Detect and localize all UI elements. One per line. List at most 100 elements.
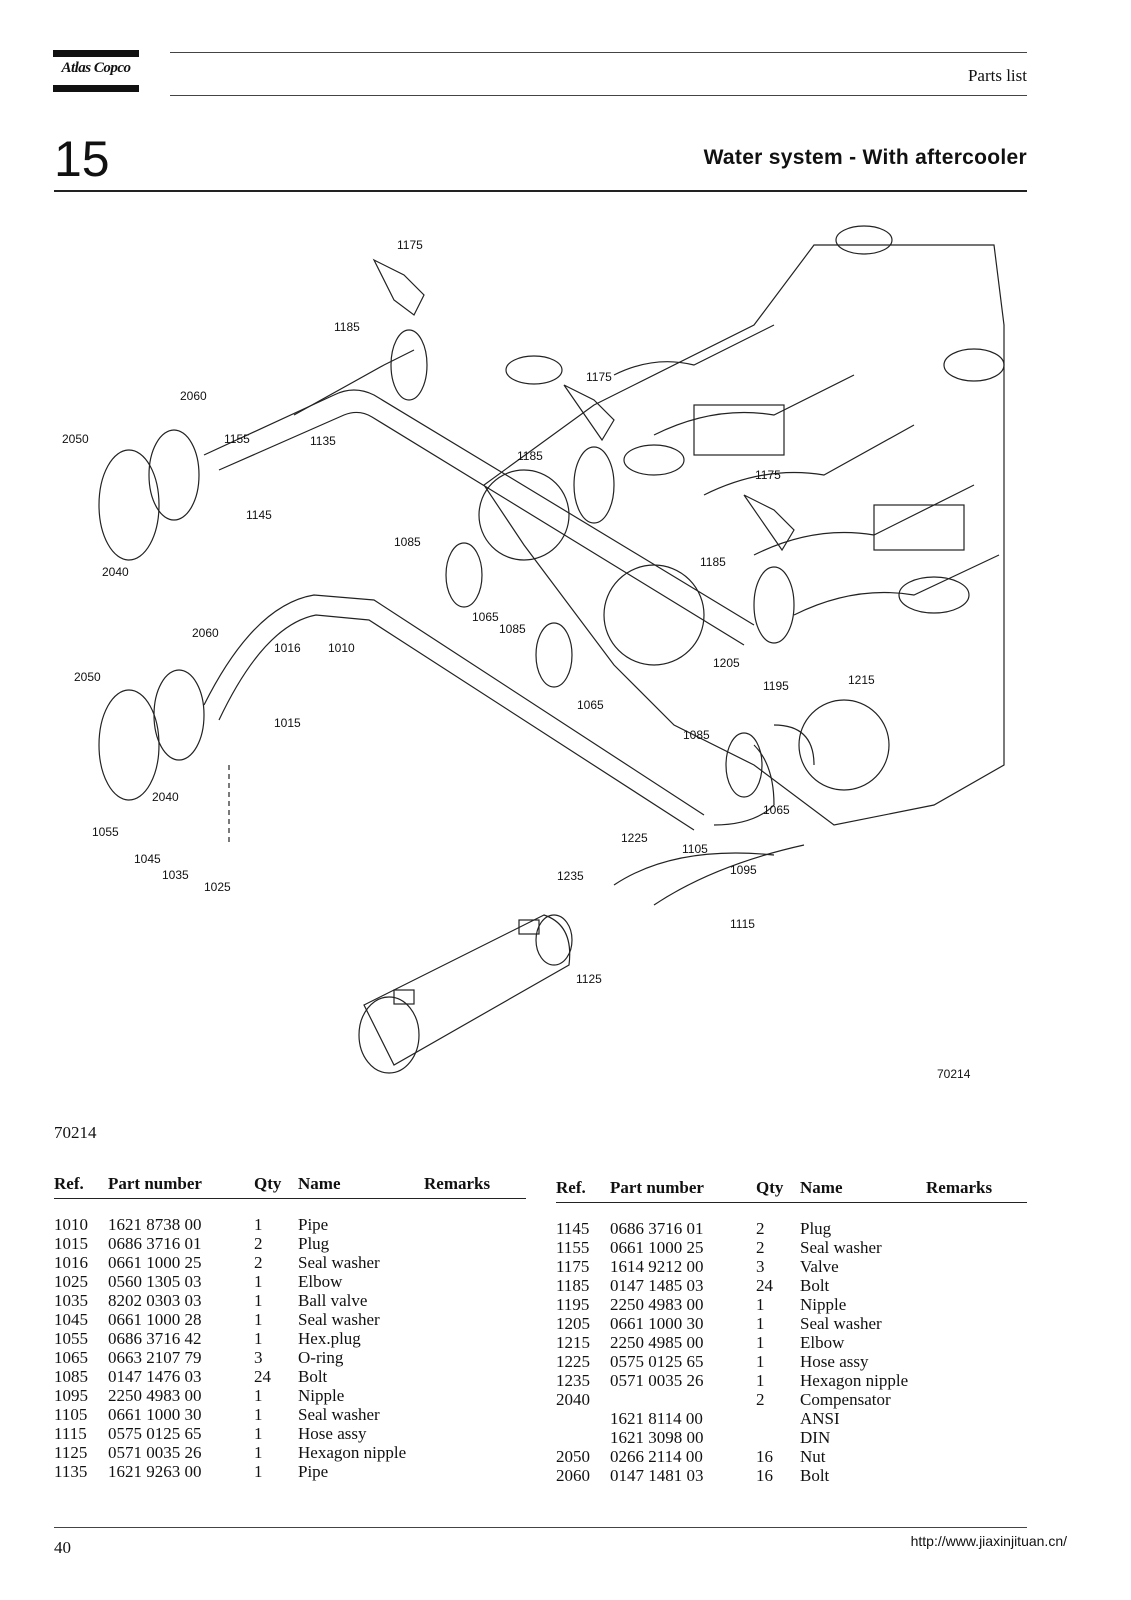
cell-remarks <box>424 1199 526 1235</box>
cell-remarks <box>424 1310 526 1329</box>
cell-qty: 1 <box>254 1386 263 1405</box>
cell-qty: 2 <box>756 1219 765 1238</box>
callout-label: 1095 <box>730 863 757 877</box>
cell-part-number: 0147 1481 03 <box>610 1466 704 1485</box>
cell-remarks <box>926 1257 1027 1276</box>
cell-remarks <box>424 1386 526 1405</box>
cell-remarks <box>424 1253 526 1272</box>
header-name: Name <box>298 1174 424 1199</box>
header-name: Name <box>800 1178 926 1203</box>
cell-part-number: 0147 1476 03 <box>108 1367 202 1386</box>
cell-name: ANSI <box>800 1409 840 1428</box>
cell-remarks <box>926 1276 1027 1295</box>
cell-part-number: 0661 1000 28 <box>108 1310 202 1329</box>
cell-ref: 1115 <box>54 1424 87 1443</box>
cell-qty <box>756 1428 800 1447</box>
callout-label: 1175 <box>755 468 781 482</box>
cell-remarks <box>424 1272 526 1291</box>
callout-label: 1085 <box>499 622 526 636</box>
logo-bar-top <box>53 50 139 57</box>
cell-ref <box>556 1409 610 1428</box>
callout-label: 1225 <box>621 831 648 845</box>
cell-name: Seal washer <box>298 1310 380 1329</box>
logo-bar-bottom <box>53 85 139 92</box>
callout-label: 1025 <box>204 880 231 894</box>
cell-remarks <box>424 1329 526 1348</box>
cell-qty: 1 <box>254 1272 263 1291</box>
cell-qty: 2 <box>254 1253 263 1272</box>
cell-ref: 1085 <box>54 1367 88 1386</box>
cell-name: Hose assy <box>800 1352 869 1371</box>
callout-label: 1085 <box>683 728 710 742</box>
cell-remarks <box>424 1234 526 1253</box>
cell-name: Seal washer <box>800 1238 882 1257</box>
cell-qty: 1 <box>756 1371 765 1390</box>
callout-label: 1016 <box>274 641 301 655</box>
cell-remarks <box>926 1447 1027 1466</box>
callout-label: 1125 <box>576 972 602 986</box>
cell-name: Seal washer <box>800 1314 882 1333</box>
cell-part-number: 1614 9212 00 <box>610 1257 704 1276</box>
cell-qty: 24 <box>254 1367 271 1386</box>
callout-label: 1065 <box>577 698 604 712</box>
cell-part-number: 1621 3098 00 <box>610 1428 704 1447</box>
cell-qty: 1 <box>756 1314 765 1333</box>
callout-label: 2050 <box>62 432 89 446</box>
cell-remarks <box>424 1405 526 1424</box>
cell-ref: 1015 <box>54 1234 88 1253</box>
header-rule-top <box>170 52 1027 53</box>
cell-part-number: 8202 0303 03 <box>108 1291 202 1310</box>
cell-remarks <box>926 1352 1027 1371</box>
cell-part-number: 0571 0035 26 <box>610 1371 704 1390</box>
cell-qty: 1 <box>254 1310 263 1329</box>
cell-name: Pipe <box>298 1215 329 1234</box>
cell-ref: 1065 <box>54 1348 88 1367</box>
cell-name: Plug <box>298 1234 330 1253</box>
callout-labels: 1175 1185 2060 2050 1155 1135 1145 2040 … <box>62 238 971 1081</box>
exploded-view-svg: 1175 1185 2060 2050 1155 1135 1145 2040 … <box>62 225 1005 1081</box>
cell-name: Ball valve <box>298 1291 368 1310</box>
callout-label: 1065 <box>763 803 790 817</box>
cell-remarks <box>926 1409 1027 1428</box>
cell-qty: 2 <box>756 1390 765 1409</box>
cell-name: Hose assy <box>298 1424 367 1443</box>
cell-name: DIN <box>800 1428 831 1447</box>
cell-ref <box>556 1428 610 1447</box>
cell-remarks <box>424 1291 526 1310</box>
upper-pipe-assembly <box>98 258 795 646</box>
page-title: Water system - With aftercooler <box>703 146 1027 169</box>
callout-label: 1185 <box>334 320 360 334</box>
cell-ref: 1035 <box>54 1291 88 1310</box>
cell-name: Elbow <box>298 1272 343 1291</box>
cell-remarks <box>926 1371 1027 1390</box>
callout-label: 2040 <box>102 565 129 579</box>
callout-label: 1135 <box>310 434 336 448</box>
cell-part-number: 0686 3716 01 <box>610 1219 704 1238</box>
cell-remarks <box>926 1203 1027 1239</box>
callout-label: 1055 <box>92 825 119 839</box>
cell-qty: 1 <box>254 1215 263 1234</box>
callout-label: 1010 <box>328 641 355 655</box>
cell-ref: 1055 <box>54 1329 88 1348</box>
cell-name: Hexagon nipple <box>298 1443 407 1462</box>
cell-part-number: 0147 1485 03 <box>610 1276 704 1295</box>
cell-name: Bolt <box>800 1466 830 1485</box>
cell-part-number: 0661 1000 30 <box>108 1405 202 1424</box>
footer-rule <box>54 1527 1027 1528</box>
cell-ref: 1125 <box>54 1443 88 1462</box>
hose-assemblies <box>613 724 815 906</box>
header-part-number: Part number <box>610 1178 756 1203</box>
cell-qty: 16 <box>756 1466 773 1485</box>
callout-label: 1205 <box>713 656 740 670</box>
